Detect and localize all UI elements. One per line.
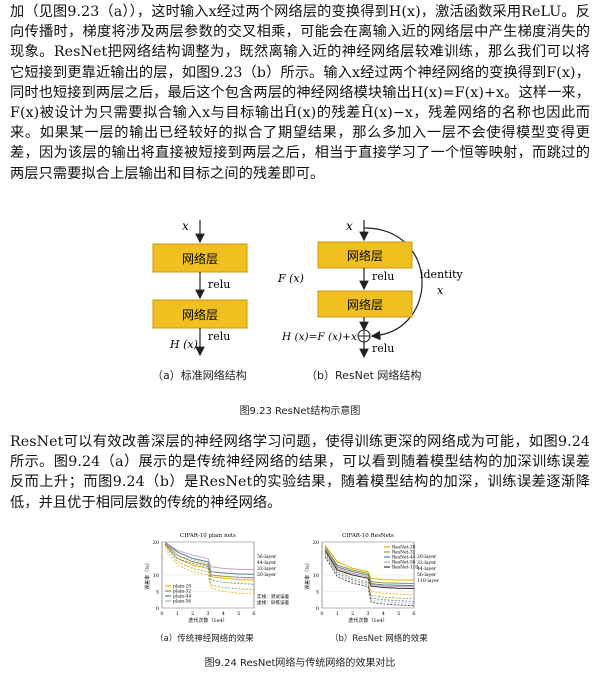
x-tick-label: 6 — [252, 611, 255, 617]
identity-x-label: x — [437, 284, 444, 297]
plain-nets-chart: CIFAR-10 plain nets 0 5 10 20 0 1 2 3 4 5 6 迭代次数（1e4… — [144, 533, 290, 624]
series-train-line — [324, 553, 415, 602]
x-tick-label: 0 — [320, 611, 323, 617]
legend-entry: ResNet-20 — [392, 546, 416, 551]
chart-note: 实线：测试误差 — [257, 593, 290, 600]
y-tick-label: 0 — [156, 606, 159, 612]
left-layer-1-label: 网络层 — [182, 251, 218, 266]
right-fx-label: F (x) — [277, 272, 304, 285]
x-tick-label: 1 — [336, 611, 339, 617]
body-paragraph-1: 加（见图9.23（a）），这时输入x经过两个网络层的变换得到H(x)，激活函数采… — [10, 4, 590, 182]
series-test-line — [324, 548, 415, 587]
left-output-label: H (x) — [169, 338, 198, 351]
x-tick-label: 4 — [382, 611, 385, 617]
y-tick-label: 0 — [316, 606, 319, 612]
y-axis-label: 误差率（%） — [304, 560, 311, 590]
left-layer-2 — [152, 299, 248, 329]
y-tick-label: 10 — [153, 573, 159, 579]
x-tick-label: 6 — [412, 611, 415, 617]
legend-entry: plain-56 — [173, 600, 191, 605]
figure-9-24a-caption: （a）传统神经网络的效果 — [155, 634, 254, 644]
x-tick-label: 4 — [222, 611, 225, 617]
figure-9-24-caption: 图9.24 ResNet网络与传统网络的效果对比 — [204, 658, 396, 669]
chart-title: CIFAR-10 ResNets — [342, 533, 394, 539]
series-end-label: 20-layer — [257, 572, 277, 578]
y-tick-label: 5 — [316, 590, 319, 596]
chart-note: 虚线：训练误差 — [257, 599, 290, 606]
x-tick-label: 0 — [160, 611, 163, 617]
resnet-chart: CIFAR-10 ResNets 0 5 10 20 0 1 2 3 4 5 6 迭代次数（1e4） 误差… — [304, 533, 440, 624]
legend-entry: plain-32 — [173, 590, 191, 595]
x-tick-label: 3 — [366, 611, 369, 617]
x-axis-label: 迭代次数（1e4） — [348, 617, 387, 624]
y-tick-label: 10 — [313, 573, 319, 579]
y-axis-label: 误差率（%） — [144, 560, 151, 590]
series-test-line — [164, 542, 255, 575]
resnet-structure-diagram: x 网络层 relu 网络层 relu H (x) x 网络层 F (x) re… — [152, 219, 464, 359]
left-layer-2-label: 网络层 — [182, 307, 218, 322]
series-end-label: 44-layer — [417, 566, 437, 572]
y-tick-label: 20 — [153, 540, 159, 546]
chart-title: CIFAR-10 plain nets — [180, 533, 236, 539]
legend-entry: plain-44 — [173, 595, 191, 600]
right-layer-1-label: 网络层 — [347, 248, 383, 263]
series-end-label: 56-layer — [257, 554, 277, 560]
left-input-label: x — [182, 219, 189, 233]
series-test-line — [164, 541, 255, 571]
figure-9-24b-caption: （b）ResNet 网络的效果 — [330, 634, 428, 644]
series-train-line — [324, 551, 415, 600]
legend-entry: ResNet-110 — [392, 566, 418, 571]
series-end-label: 32-layer — [257, 566, 277, 572]
right-layer-2-label: 网络层 — [347, 297, 383, 312]
legend-entry: ResNet-44 — [392, 556, 416, 561]
series-end-label: 56-layer — [417, 572, 437, 578]
legend-entry: ResNet-32 — [392, 551, 416, 556]
series-test-line — [324, 545, 414, 581]
series-train-line — [324, 554, 415, 604]
series-test-line — [324, 550, 415, 589]
identity-label: identity — [420, 268, 464, 281]
series-end-label: 20-layer — [417, 554, 437, 560]
series-train-line — [164, 545, 255, 590]
left-relu-2: relu — [208, 330, 230, 343]
figure-9-23-caption: 图9.23 ResNet结构示意图 — [239, 406, 361, 417]
series-test-line — [324, 546, 415, 585]
y-tick-label: 20 — [313, 540, 319, 546]
right-input-label: x — [346, 219, 353, 233]
figure-9-23: x 网络层 relu 网络层 relu H (x) x 网络层 F (x) re… — [0, 212, 600, 422]
figure-9-23b-caption: （b）ResNet 网络结构 — [306, 369, 422, 382]
series-train-line — [164, 543, 255, 585]
series-train-line — [164, 548, 255, 595]
left-relu-1: relu — [208, 278, 230, 291]
right-relu-2: relu — [372, 342, 394, 355]
x-tick-label: 1 — [176, 611, 179, 617]
x-tick-label: 2 — [191, 611, 194, 617]
x-tick-label: 2 — [351, 611, 354, 617]
right-relu-1: relu — [372, 270, 394, 283]
body-paragraph-2: ResNet可以有效改善深层的神经网络学习问题，使得训练更深的网络成为可能，如图… — [10, 434, 590, 511]
series-end-label: 110-layer — [417, 578, 440, 584]
series-train-line — [324, 556, 415, 607]
x-tick-label: 5 — [397, 611, 400, 617]
legend-entry: ResNet-56 — [392, 561, 416, 566]
legend-entry: plain-20 — [173, 585, 191, 590]
x-axis-label: 迭代次数（1e4） — [188, 617, 227, 624]
x-tick-label: 5 — [237, 611, 240, 617]
right-layer-2 — [317, 290, 413, 318]
series-end-label: 44-layer — [257, 560, 277, 566]
y-tick-label: 5 — [156, 590, 159, 596]
series-test-line — [324, 548, 415, 588]
figure-9-23a-caption: （a）标准网络结构 — [152, 369, 247, 382]
right-layer-1 — [317, 241, 413, 269]
sum-label: H (x)=F (x)+x — [281, 331, 357, 343]
x-tick-label: 3 — [206, 611, 209, 617]
series-end-label: 32-layer — [417, 560, 437, 566]
